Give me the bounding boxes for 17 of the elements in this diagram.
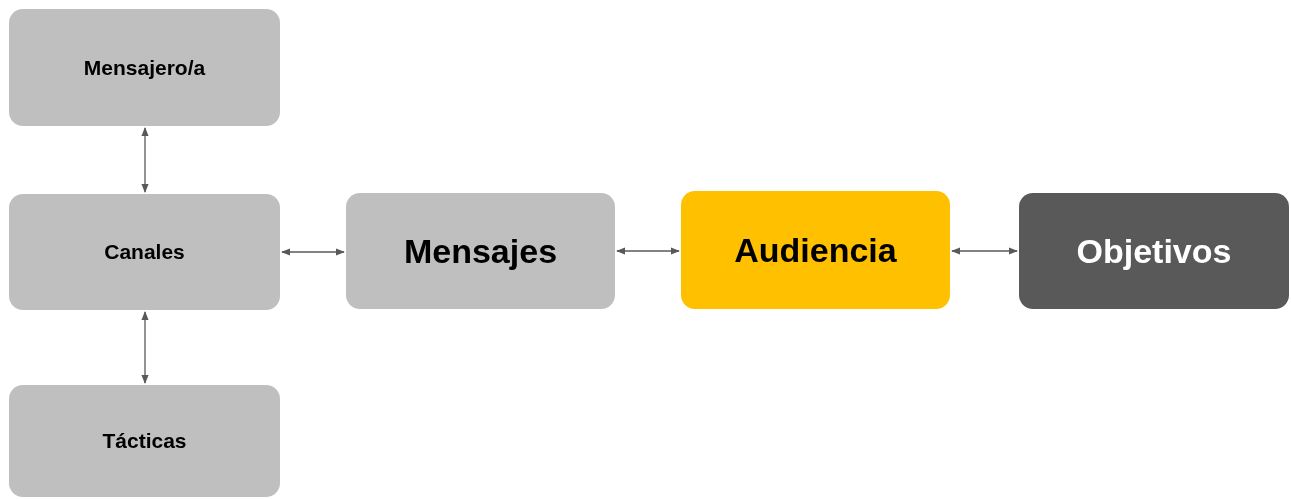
box-label: Mensajes <box>403 231 558 271</box>
process-box <box>1019 193 1289 309</box>
process-box <box>9 194 280 310</box>
double-arrow <box>141 311 149 384</box>
box-label: Objetivos <box>1076 231 1232 271</box>
box-label: Mensajero/a <box>83 55 206 80</box>
box-label: Tácticas <box>102 429 187 453</box>
process-box <box>346 193 615 309</box>
double-arrow <box>616 247 680 255</box>
process-box <box>681 191 950 309</box>
double-arrow <box>281 248 345 256</box>
process-box <box>9 385 280 497</box>
box-label: Canales <box>104 240 185 264</box>
double-arrow <box>951 247 1018 255</box>
process-box <box>9 9 280 126</box>
box-label: Audiencia <box>734 230 897 270</box>
double-arrow <box>141 127 149 193</box>
